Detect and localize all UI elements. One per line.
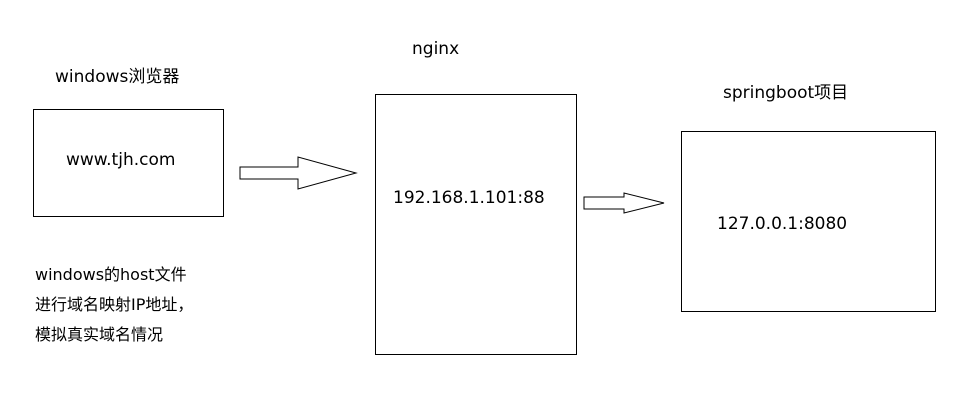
nginx-address: 192.168.1.101:88 — [393, 188, 545, 208]
browser-box: www.tjh.com — [33, 109, 224, 217]
springboot-box: 127.0.0.1:8080 — [681, 131, 936, 312]
browser-title: windows浏览器 — [55, 67, 180, 87]
note-line-1: windows的host文件 — [35, 265, 187, 284]
host-file-note: windows的host文件 进行域名映射IP地址， 模拟真实域名情况 — [35, 260, 193, 350]
note-line-2: 进行域名映射IP地址， — [35, 295, 194, 314]
arrow-nginx-to-springboot-icon — [583, 192, 665, 214]
nginx-title: nginx — [412, 39, 460, 59]
arrow-browser-to-nginx-icon — [239, 156, 358, 190]
note-line-3: 模拟真实域名情况 — [35, 325, 164, 344]
springboot-address: 127.0.0.1:8080 — [717, 214, 848, 234]
springboot-title: springboot项目 — [723, 83, 849, 103]
browser-domain: www.tjh.com — [66, 150, 176, 170]
nginx-box: 192.168.1.101:88 — [375, 94, 577, 355]
